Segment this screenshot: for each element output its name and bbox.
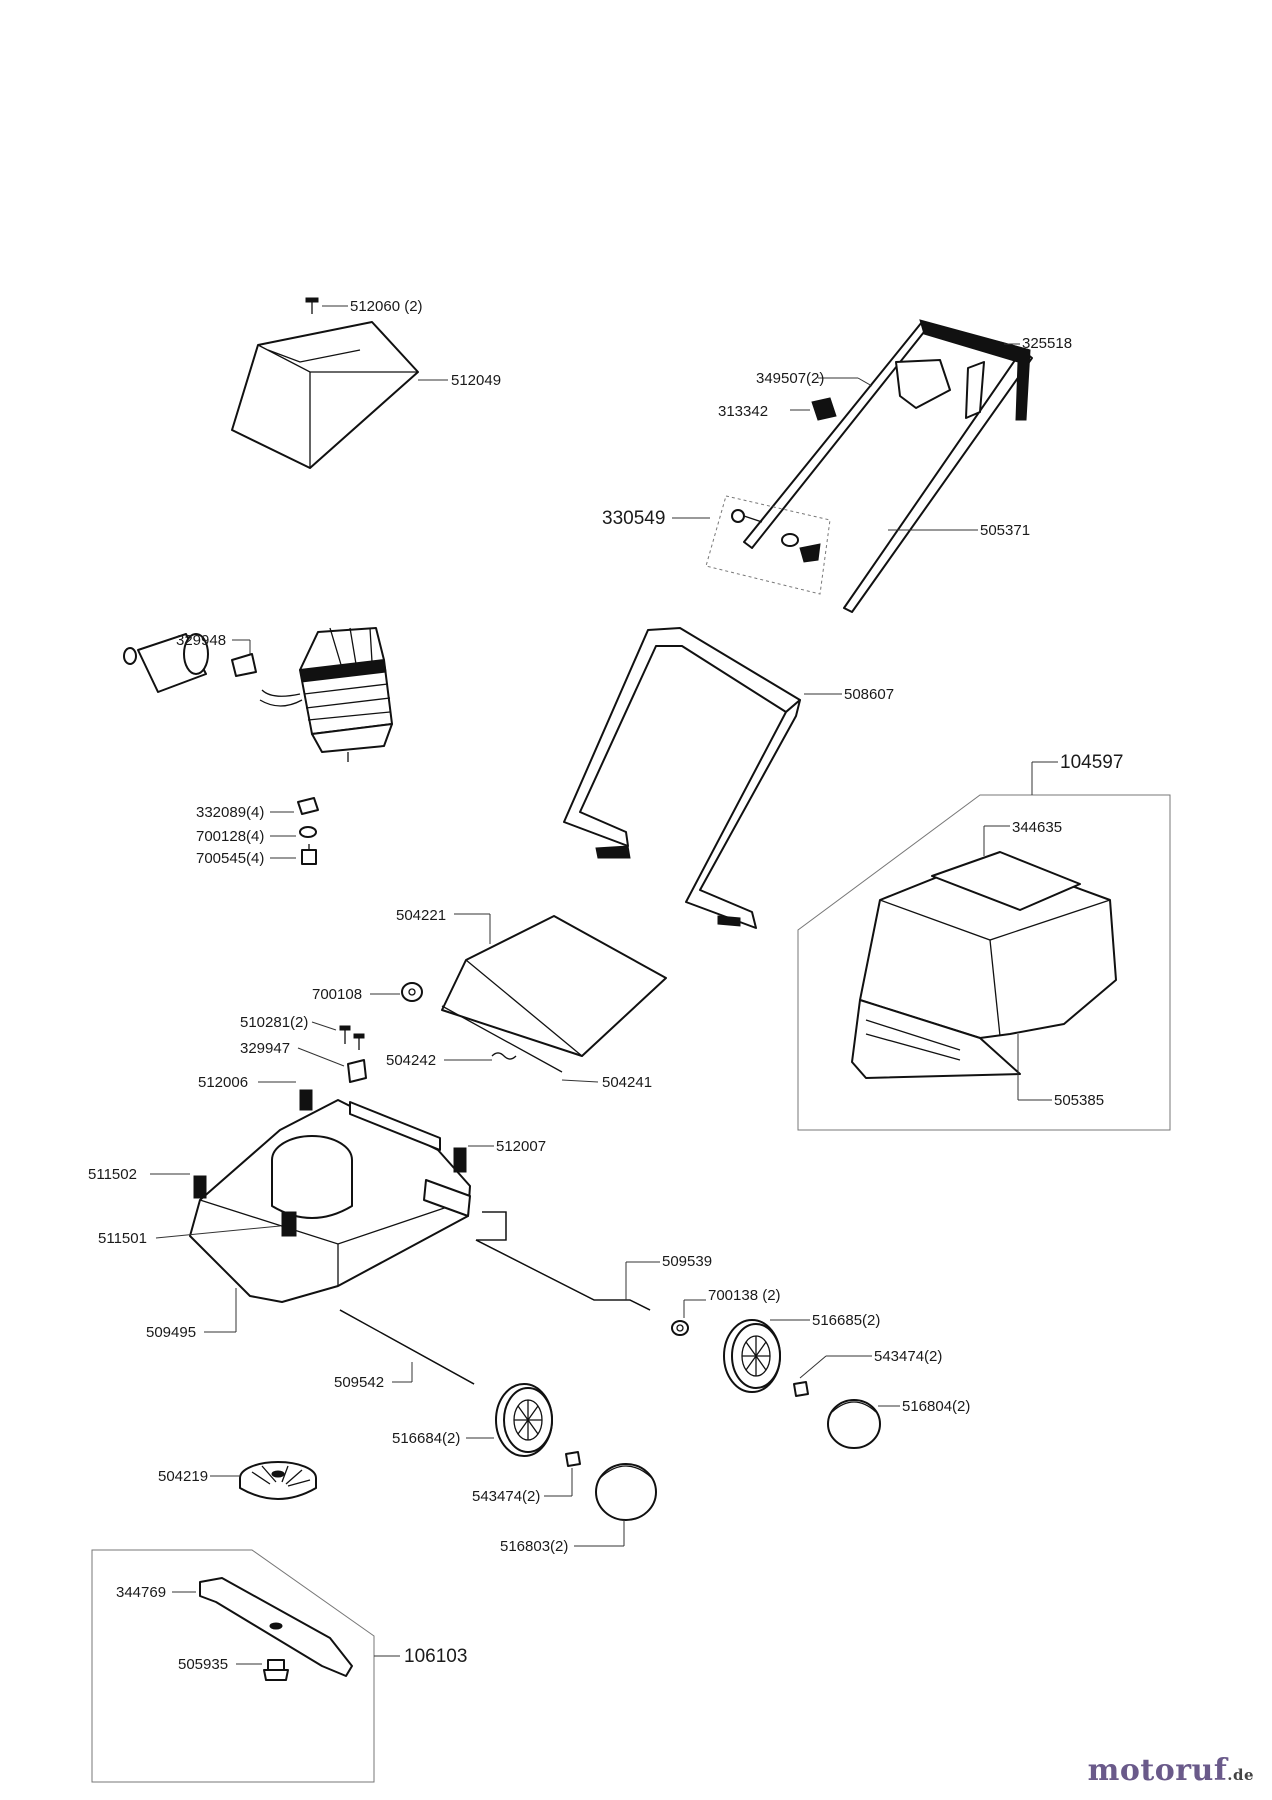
part-512060-screw: [305, 297, 319, 314]
part-505371-upper-handle: [743, 319, 1033, 613]
part-344635-grass-box: [851, 851, 1117, 1079]
label-700545: 700545(4): [196, 850, 264, 867]
label-510281: 510281(2): [240, 1014, 308, 1031]
part-516804-hubcap: [827, 1399, 881, 1449]
kit-104597-outline: [797, 794, 1171, 1131]
part-508607-lower-handle: [563, 627, 801, 929]
label-504241: 504241: [602, 1074, 652, 1091]
label-509542: 509542: [334, 1374, 384, 1391]
label-106103: 106103: [404, 1646, 467, 1667]
label-512007: 512007: [496, 1138, 546, 1155]
label-512006: 512006: [198, 1074, 248, 1091]
motor-assembly: [259, 627, 393, 762]
label-700128: 700128(4): [196, 828, 264, 845]
label-504242: 504242: [386, 1052, 436, 1069]
part-516684-wheel: [495, 1383, 553, 1457]
label-700138: 700138 (2): [708, 1287, 781, 1304]
part-330549-kit: [731, 509, 821, 563]
part-329947-clamp: [347, 1059, 367, 1083]
part-509539-axle: [475, 1211, 651, 1311]
part-504221-rear-flap: [441, 915, 667, 1073]
label-508607: 508607: [844, 686, 894, 703]
part-509542-rod: [339, 1309, 475, 1385]
label-325518: 325518: [1022, 335, 1072, 352]
part-329948-capacitor: [123, 633, 209, 693]
label-516684: 516684(2): [392, 1430, 460, 1447]
label-516685: 516685(2): [812, 1312, 880, 1329]
kit-330549-outline: [705, 495, 831, 595]
part-516803-hubcap: [595, 1463, 657, 1521]
label-344635: 344635: [1012, 819, 1062, 836]
label-330549: 330549: [602, 508, 665, 529]
label-509539: 509539: [662, 1253, 712, 1270]
connector-icon: [231, 653, 257, 677]
label-329947: 329947: [240, 1040, 290, 1057]
label-543474-b: 543474(2): [472, 1488, 540, 1505]
watermark-main: motoruf: [1087, 1753, 1228, 1788]
part-313342-clip: [811, 397, 837, 421]
part-543474-washer-b: [565, 1451, 581, 1467]
label-505385: 505385: [1054, 1092, 1104, 1109]
label-543474-a: 543474(2): [874, 1348, 942, 1365]
label-504219: 504219: [158, 1468, 208, 1485]
label-512049: 512049: [451, 372, 501, 389]
part-700108-nut: [401, 982, 423, 1002]
label-505935: 505935: [178, 1656, 228, 1673]
label-329948: 329948: [176, 632, 226, 649]
label-700108: 700108: [312, 986, 362, 1003]
part-504242-spring: [491, 1052, 517, 1060]
part-509495-deck: [189, 1089, 471, 1303]
label-104597: 104597: [1060, 752, 1123, 773]
label-511502: 511502: [88, 1166, 137, 1183]
kit-106103-outline: [91, 1549, 375, 1783]
watermark-logo: motoruf.de: [1088, 1753, 1254, 1788]
part-505935-bolt: [263, 1659, 289, 1681]
label-505371: 505371: [980, 522, 1030, 539]
label-332089: 332089(4): [196, 804, 264, 821]
part-543474-washer-a: [793, 1381, 809, 1397]
part-700138-nut: [671, 1320, 689, 1336]
label-516804: 516804(2): [902, 1398, 970, 1415]
part-516685-wheel: [723, 1319, 781, 1393]
label-349507: 349507(2): [756, 370, 824, 387]
label-512060: 512060 (2): [350, 298, 423, 315]
label-516803: 516803(2): [500, 1538, 568, 1555]
part-504219-fan: [239, 1461, 317, 1500]
part-344769-blade: [199, 1577, 353, 1677]
label-504221: 504221: [396, 907, 446, 924]
label-511501: 511501: [98, 1230, 147, 1247]
label-313342: 313342: [718, 403, 768, 420]
label-509495: 509495: [146, 1324, 196, 1341]
part-510281-screws: [339, 1025, 365, 1050]
label-344769: 344769: [116, 1584, 166, 1601]
watermark-tld: .de: [1227, 1766, 1254, 1784]
part-512049-cover: [231, 321, 419, 469]
motor-mount-hardware: [297, 797, 319, 865]
